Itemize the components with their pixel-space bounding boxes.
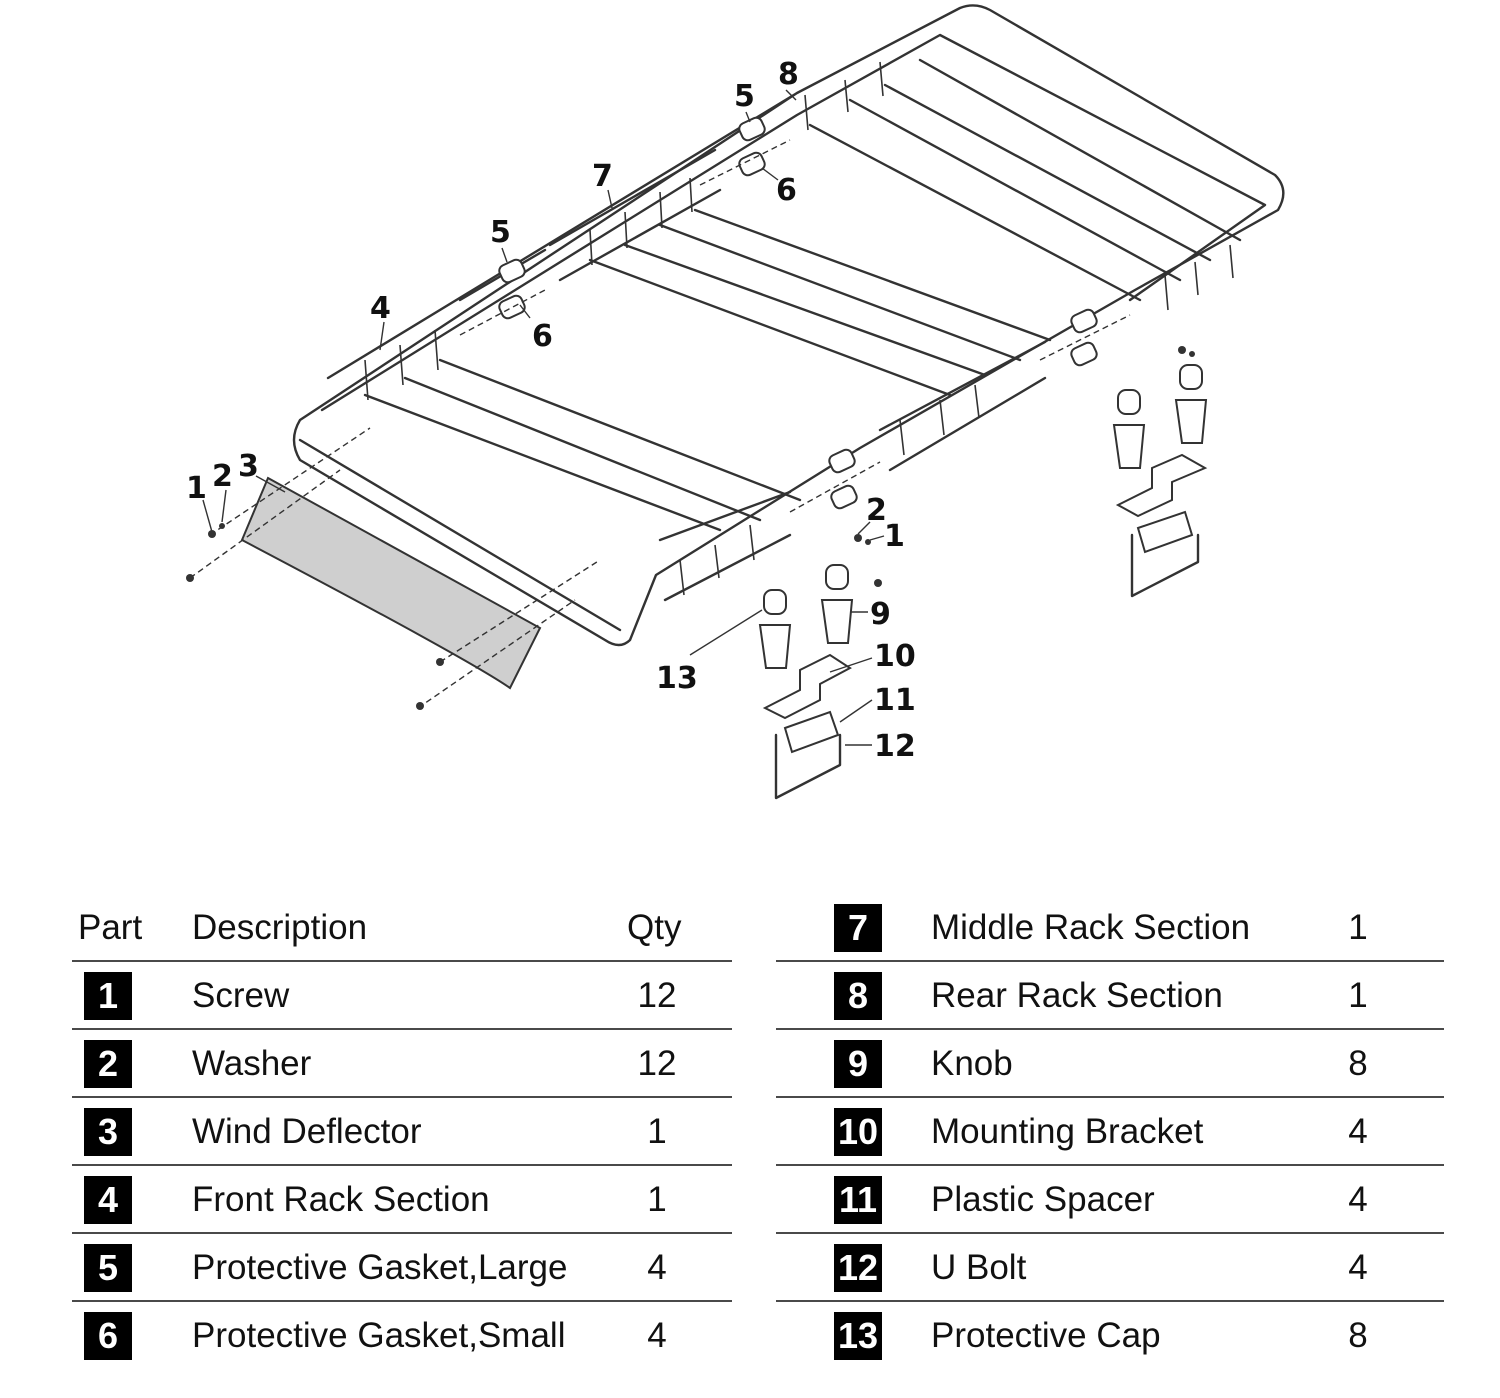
part-qty: 8 xyxy=(1348,1044,1368,1083)
callout-9: 9 xyxy=(870,597,891,632)
callout-2-rear: 2 xyxy=(866,493,887,528)
part-qty: 4 xyxy=(1348,1248,1368,1287)
callout-1: 1 xyxy=(186,471,207,506)
part-qty: 4 xyxy=(1348,1112,1368,1151)
wind-deflector xyxy=(189,427,601,709)
part-description: Protective Cap xyxy=(931,1316,1161,1355)
parts-table-right: 7 Middle Rack Section 1 8 Rear Rack Sect… xyxy=(776,894,1444,1368)
table-header: Part Description Qty xyxy=(72,894,732,962)
part-qty: 12 xyxy=(637,1044,677,1083)
part-description: Middle Rack Section xyxy=(931,908,1251,947)
part-number-badge: 7 xyxy=(834,904,882,952)
part-number-badge: 8 xyxy=(834,972,882,1020)
table-row: 7 Middle Rack Section 1 xyxy=(776,894,1444,962)
part-description: Knob xyxy=(931,1044,1013,1083)
part-qty: 12 xyxy=(637,976,677,1015)
part-description: Mounting Bracket xyxy=(931,1112,1204,1151)
table-row: 3 Wind Deflector 1 xyxy=(72,1098,732,1166)
mounting-hardware-front xyxy=(689,564,873,800)
rack-frame xyxy=(292,4,1285,647)
part-description: Washer xyxy=(192,1044,312,1083)
table-row: 6 Protective Gasket,Small 4 xyxy=(72,1302,732,1368)
callout-2: 2 xyxy=(212,459,233,494)
callout-labels: 1 2 3 4 5 6 7 5 8 6 2 1 9 10 11 12 13 xyxy=(186,57,916,764)
part-number-badge: 1 xyxy=(84,972,132,1020)
callout-1-rear: 1 xyxy=(884,519,905,554)
part-number-badge: 13 xyxy=(834,1312,882,1360)
callout-5: 5 xyxy=(490,215,511,250)
gaskets xyxy=(459,116,1131,513)
part-number-badge: 10 xyxy=(834,1108,882,1156)
callout-3: 3 xyxy=(238,449,259,484)
table-row: 12 U Bolt 4 xyxy=(776,1234,1444,1302)
part-number-badge: 2 xyxy=(84,1040,132,1088)
table-row: 1 Screw 12 xyxy=(72,962,732,1030)
screws xyxy=(186,346,1195,710)
header-description: Description xyxy=(192,908,368,947)
table-row: 4 Front Rack Section 1 xyxy=(72,1166,732,1234)
callout-4: 4 xyxy=(370,291,391,326)
table-row: 8 Rear Rack Section 1 xyxy=(776,962,1444,1030)
part-qty: 1 xyxy=(647,1112,667,1151)
table-row: 13 Protective Cap 8 xyxy=(776,1302,1444,1368)
part-qty: 1 xyxy=(1348,976,1368,1015)
callout-11: 11 xyxy=(874,683,916,718)
parts-table-left: Part Description Qty 1 Screw 12 2 Washer… xyxy=(72,894,732,1368)
part-description: Screw xyxy=(192,976,290,1015)
part-description: Protective Gasket,Large xyxy=(192,1248,568,1287)
part-number-badge: 3 xyxy=(84,1108,132,1156)
callout-7: 7 xyxy=(592,159,613,194)
part-qty: 8 xyxy=(1348,1316,1368,1355)
part-qty: 4 xyxy=(647,1248,667,1287)
part-number-badge: 12 xyxy=(834,1244,882,1292)
part-number-badge: 9 xyxy=(834,1040,882,1088)
header-qty: Qty xyxy=(627,908,682,947)
table-row: 10 Mounting Bracket 4 xyxy=(776,1098,1444,1166)
table-row: 9 Knob 8 xyxy=(776,1030,1444,1098)
callout-6-rear: 6 xyxy=(776,173,797,208)
part-qty: 1 xyxy=(647,1180,667,1219)
table-row: 2 Washer 12 xyxy=(72,1030,732,1098)
part-number-badge: 4 xyxy=(84,1176,132,1224)
callout-6: 6 xyxy=(532,319,553,354)
callout-10: 10 xyxy=(874,639,916,674)
part-description: Wind Deflector xyxy=(192,1112,422,1151)
part-qty: 4 xyxy=(1348,1180,1368,1219)
table-row: 11 Plastic Spacer 4 xyxy=(776,1166,1444,1234)
part-description: U Bolt xyxy=(931,1248,1027,1287)
callout-leaders xyxy=(202,89,885,541)
mounting-hardware-rear xyxy=(1112,364,1208,598)
part-number-badge: 11 xyxy=(834,1176,882,1224)
callout-12: 12 xyxy=(874,729,916,764)
part-description: Front Rack Section xyxy=(192,1180,490,1219)
part-description: Protective Gasket,Small xyxy=(192,1316,566,1355)
part-qty: 4 xyxy=(647,1316,667,1355)
part-description: Rear Rack Section xyxy=(931,976,1223,1015)
callout-13: 13 xyxy=(656,661,698,696)
part-number-badge: 5 xyxy=(84,1244,132,1292)
callout-5-rear: 5 xyxy=(734,79,755,114)
callout-8: 8 xyxy=(778,57,799,92)
part-qty: 1 xyxy=(1348,908,1368,947)
header-part: Part xyxy=(78,908,143,947)
part-number-badge: 6 xyxy=(84,1312,132,1360)
exploded-diagram: 1 2 3 4 5 6 7 5 8 6 2 1 9 10 11 12 13 xyxy=(186,4,1285,800)
part-description: Plastic Spacer xyxy=(931,1180,1155,1219)
table-row: 5 Protective Gasket,Large 4 xyxy=(72,1234,732,1302)
